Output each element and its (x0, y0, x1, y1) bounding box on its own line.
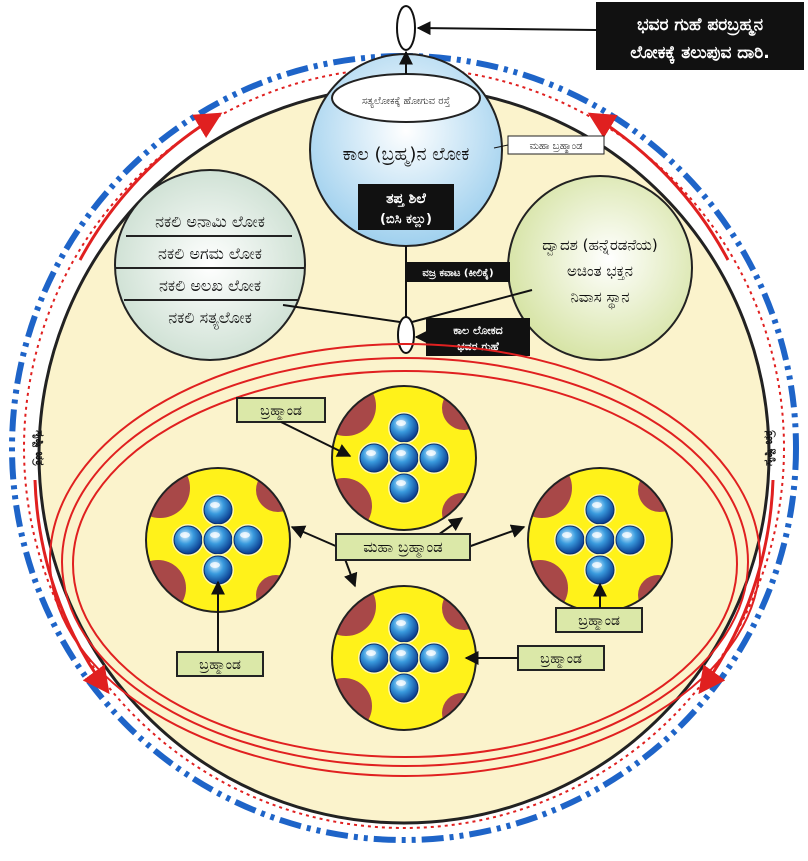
maha-arrow-right (467, 524, 526, 548)
globe-icon (203, 555, 233, 585)
red-ring-outer (49, 343, 761, 777)
brahmanda-label-2: ಬ್ರಹ್ಮಾಂಡ (198, 657, 240, 674)
globe-icon (389, 613, 419, 643)
globe-icon (359, 643, 389, 673)
globe-icon (389, 643, 419, 673)
tapta-shile-line2: (ಬಿಸಿ ಕಲ್ಲು) (380, 212, 432, 228)
dwadash-line1: ದ್ವಾದಶ (ಹನ್ನೆರಡನೆಯ) (542, 236, 657, 256)
dwadash-line3: ನಿವಾಸ ಸ್ಥಾನ (570, 288, 629, 309)
globe-shine (180, 532, 190, 538)
tapta-shile-line1: ತಪ್ತ ಶಿಲೆ (386, 191, 426, 208)
globe-shine (210, 502, 220, 508)
red-ring-middle (61, 357, 749, 767)
globe-shine (396, 650, 406, 656)
brahmanda-label-box-3 (517, 645, 605, 671)
globe-icon (585, 555, 615, 585)
brahmanda-arrow-1 (280, 421, 352, 457)
brahmanda-rim (331, 385, 477, 531)
globe-icon (173, 525, 203, 555)
kaal-loka-title: ಕಾಲ (ಬ್ರಹ್ಮ)ನ ಲೋಕ (343, 144, 470, 166)
side-label-right: ಸೃಷ್ಟಿ ಚಕ್ರ (761, 430, 777, 466)
brahmanda-label-box-4 (555, 607, 643, 633)
top-label-line2: ಲೋಕಕ್ಕೆ ತಲುಪುವ ದಾರಿ. (630, 43, 769, 64)
globe-shine (622, 532, 632, 538)
fake-loka-4: ನಕಲಿ ಸತ್ಯಲೋಕ (168, 308, 252, 329)
brahmanda-label-box-2 (176, 651, 264, 677)
top-label-line1: ಭವರ ಗುಹೆ ಪರಬ್ರಹ್ಮನ (637, 15, 764, 37)
maha-brahmanda-center-box (335, 533, 471, 561)
maha-arrow-down (344, 558, 358, 588)
globe-icon (203, 525, 233, 555)
globe-icon (555, 525, 585, 555)
brahmanda-cluster-right (527, 467, 673, 613)
brahmanda-label-box-1 (236, 397, 326, 423)
brahmanda-label-1: ಬ್ರಹ್ಮಾಂಡ (259, 403, 301, 420)
top-label-box (596, 2, 804, 70)
bhavara-portal (397, 316, 415, 354)
globe-shine (366, 650, 376, 656)
globe-shine (366, 450, 376, 456)
side-label-left: ಸೃಷ್ಟಿ ಚಕ್ರ (31, 430, 47, 466)
globe-shine (396, 620, 406, 626)
cycle-arrow-top-left (78, 112, 223, 261)
globe-icon (359, 443, 389, 473)
globe-icon (419, 443, 449, 473)
fake-lokas-circle (114, 169, 306, 361)
cycle-arrow-bottom-right (698, 479, 775, 695)
top-portal (396, 5, 416, 51)
globe-icon (203, 495, 233, 525)
globe-icon (389, 413, 419, 443)
globe-icon (419, 643, 449, 673)
red-ring-inner (72, 370, 738, 758)
dwadash-line2: ಅಚಿಂತ ಭಕ್ತನ (567, 262, 633, 280)
vajra-kavata-text: ವಜ್ರ ಕವಾಟ (ಕೀಲಿಕೈ) (422, 268, 493, 280)
globe-icon (615, 525, 645, 555)
globe-icon (389, 673, 419, 703)
globe-shine (396, 480, 406, 486)
link-dwadash-to-portal (411, 289, 533, 323)
globe-shine (592, 502, 602, 508)
maha-brahmanda-center-text: ಮಹಾ ಬ್ರಹ್ಮಾಂಡ (363, 538, 442, 558)
cycle-arrow-top-right (587, 112, 730, 261)
globe-shine (240, 532, 250, 538)
globe-shine (396, 680, 406, 686)
globe-shine (210, 532, 220, 538)
globe-icon (389, 473, 419, 503)
globe-icon (389, 443, 419, 473)
maha-brahmanda-small-text: ಮಹಾ ಬ್ರಹ್ಮಾಂಡ (530, 141, 583, 153)
outer-blue-ring (9, 53, 799, 843)
tapta-shile-box (358, 184, 454, 230)
globe-icon (233, 525, 263, 555)
fake-loka-3: ನಕಲಿ ಅಲಖ ಲೋಕ (159, 276, 261, 295)
maha-brahmanda-small-line (493, 144, 509, 149)
brahmanda-label-3: ಬ್ರಹ್ಮಾಂಡ (539, 651, 581, 668)
link-fake-to-portal (282, 304, 401, 323)
maha-arrow-left (290, 525, 339, 548)
globe-icon (585, 495, 615, 525)
vajra-kavata-box (406, 262, 510, 282)
globe-shine (592, 562, 602, 568)
satya-path-text: ಸತ್ಯಲೋಕಕ್ಕೆ ಹೋಗುವ ರಸ್ತೆ (362, 96, 451, 108)
maha-arrow-up (437, 517, 464, 536)
globe-shine (592, 532, 602, 538)
bhavara-guhe-box (426, 318, 530, 356)
brahmanda-label-4: ಬ್ರಹ್ಮಾಂಡ (577, 613, 619, 630)
globe-shine (426, 650, 436, 656)
globe-shine (396, 420, 406, 426)
globe-shine (426, 450, 436, 456)
globe-shine (562, 532, 572, 538)
cycle-arrow-bottom-left (33, 479, 110, 695)
top-label-arrow (416, 21, 597, 36)
outer-red-ring (23, 67, 785, 829)
globe-shine (210, 562, 220, 568)
bhavara-guhe-line1: ಕಾಲ ಲೋಕದ (453, 324, 503, 337)
globe-shine (396, 450, 406, 456)
fake-loka-1: ನಕಲಿ ಅನಾಮಿ ಲೋಕ (155, 212, 265, 231)
fake-loka-2: ನಕಲಿ ಅಗಮ ಲೋಕ (158, 244, 262, 263)
globe-icon (585, 525, 615, 555)
